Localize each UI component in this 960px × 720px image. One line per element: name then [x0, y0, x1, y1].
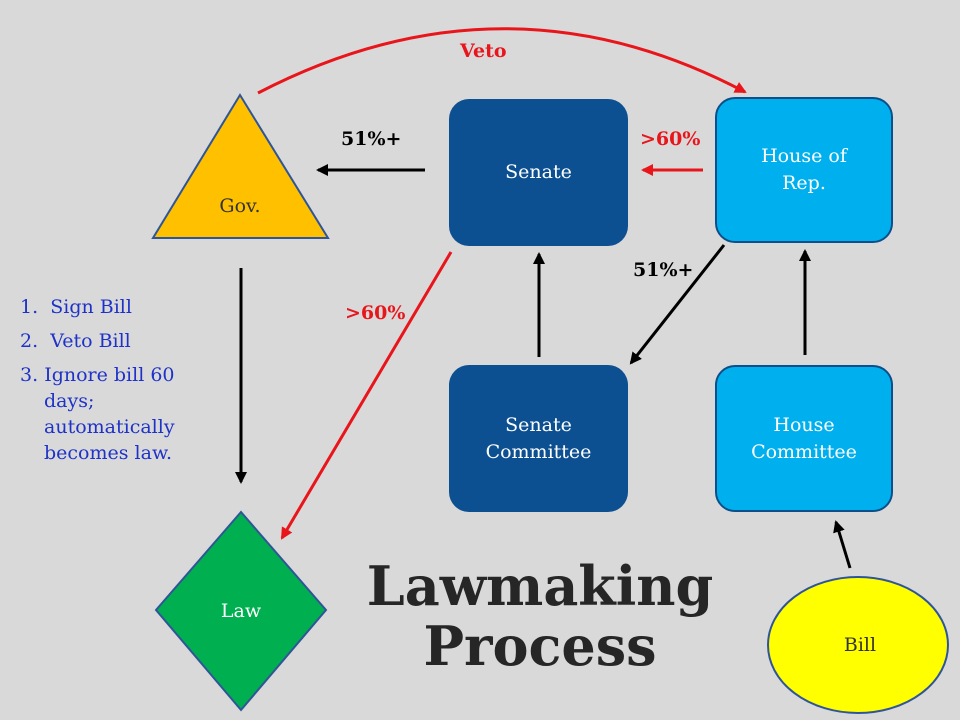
house-to-senate-committee-label: 51%+: [633, 259, 694, 281]
senate-committee-label: Senate Committee: [485, 413, 592, 463]
option-ignore-bill: 3. Ignore bill 60 days; automatically be…: [20, 364, 175, 464]
senate-to-governor-label: 51%+: [341, 128, 402, 150]
house-committee-node: House Committee: [715, 365, 893, 512]
title-line-1: Lawmaking: [366, 554, 714, 618]
governor-label: Gov.: [219, 195, 261, 217]
bill-to-house-committee-arrow: [833, 520, 852, 569]
governor-node: [151, 93, 330, 239]
option-veto-bill: 2. Veto Bill: [20, 330, 131, 352]
senate-node: Senate: [449, 99, 628, 246]
house-to-senate-committee-arrow: [629, 244, 726, 365]
house-committee-label: House Committee: [751, 413, 857, 463]
law-node: [154, 510, 328, 712]
house-to-senate-label: >60%: [640, 128, 701, 150]
senate-to-law-arrow: [280, 251, 453, 540]
senate-committee-node: Senate Committee: [449, 365, 628, 512]
bill-label: Bill: [843, 634, 877, 656]
diagram-title: Lawmaking Process: [345, 556, 735, 676]
governor-options-list: 1. Sign Bill 2. Veto Bill 3. Ignore bill…: [20, 294, 220, 474]
law-label: Law: [220, 600, 262, 622]
option-sign-bill: 1. Sign Bill: [20, 296, 132, 318]
veto-label: Veto: [460, 40, 507, 62]
veto-arrow: [257, 27, 747, 95]
senate-to-law-label: >60%: [345, 302, 406, 324]
bill-node: [767, 576, 949, 714]
senate-label: Senate: [505, 161, 572, 183]
house-label: House of Rep.: [761, 145, 847, 194]
title-line-2: Process: [423, 614, 657, 678]
house-node: House of Rep.: [715, 97, 893, 243]
